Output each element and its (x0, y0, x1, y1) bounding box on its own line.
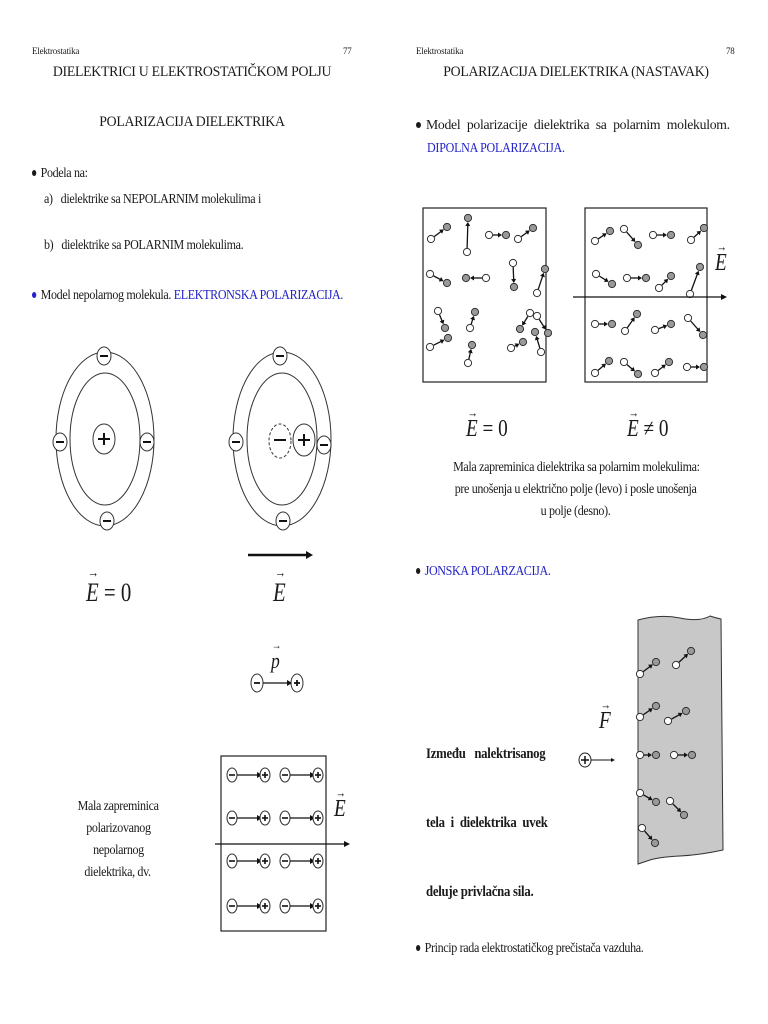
dipolar-polarization-paragraph: Model polarizacije dielektrika sa polarn… (416, 114, 736, 160)
attractive-force-text: Između nalektrisanog tela i dielektrika … (426, 746, 548, 900)
bullet-icon (416, 122, 421, 128)
left-page-number: 77 (343, 46, 352, 56)
bullet-icon (416, 944, 421, 951)
air-purifier-bullet: Princip rada elektrostatičkog prečistača… (416, 941, 644, 957)
left-page-subtitle: POLARIZACIJA DIELEKTRIKA (99, 114, 285, 130)
left-header-section: Elektrostatika (32, 46, 80, 56)
atom-no-field-diagram (52, 346, 155, 531)
left-page-title: DIELEKTRICI U ELEKTROSTATIČKOM POLJU (52, 64, 332, 80)
left-caption: Mala zapreminica polarizovanog nepolarno… (77, 799, 159, 880)
dipole-moment-label: → p (271, 638, 282, 673)
dipole-diagram (250, 673, 304, 693)
box-right-field-nonzero-label: → E ≠ 0 (627, 405, 669, 442)
box-left-field-zero-label: → E = 0 (466, 405, 508, 442)
polarized-dielectric-box (215, 755, 350, 932)
right-page-number: 78 (726, 46, 735, 56)
division-item-b: b) dielektrike sa POLARNIM molekulima. (44, 238, 244, 253)
polar-box-field-label: → E (715, 239, 727, 276)
atom-right-field-label: → E (273, 566, 286, 607)
bullet-icon (32, 169, 37, 176)
dipolar-polarization-link: DIPOLNA POLARIZACIJA. (427, 141, 565, 156)
atom-in-field-diagram (228, 346, 332, 559)
electronic-polarization-link: ELEKTRONSKA POLARIZACIJA. (173, 288, 344, 303)
ionic-polarization-heading: JONSKA POLARZACIJA. (416, 564, 551, 580)
atom-left-field-label: → E = 0 (86, 566, 132, 607)
electronic-polarization-line: Model nepolarnog molekula. ELEKTRONSKA P… (32, 288, 343, 304)
box-field-label: → E (334, 785, 346, 822)
right-header-section: Elektrostatika (416, 46, 464, 56)
right-page-title: POLARIZACIJA DIELEKTRIKA (NASTAVAK) (443, 64, 709, 80)
division-item-a: a) dielektrike sa NEPOLARNIM molekulima … (44, 192, 261, 207)
division-intro: Podela na: (32, 166, 88, 182)
bullet-icon (416, 567, 421, 574)
bullet-icon (32, 291, 37, 298)
right-caption: Mala zapreminica dielektrika sa polarnim… (452, 460, 700, 519)
force-label: → F (599, 697, 611, 734)
